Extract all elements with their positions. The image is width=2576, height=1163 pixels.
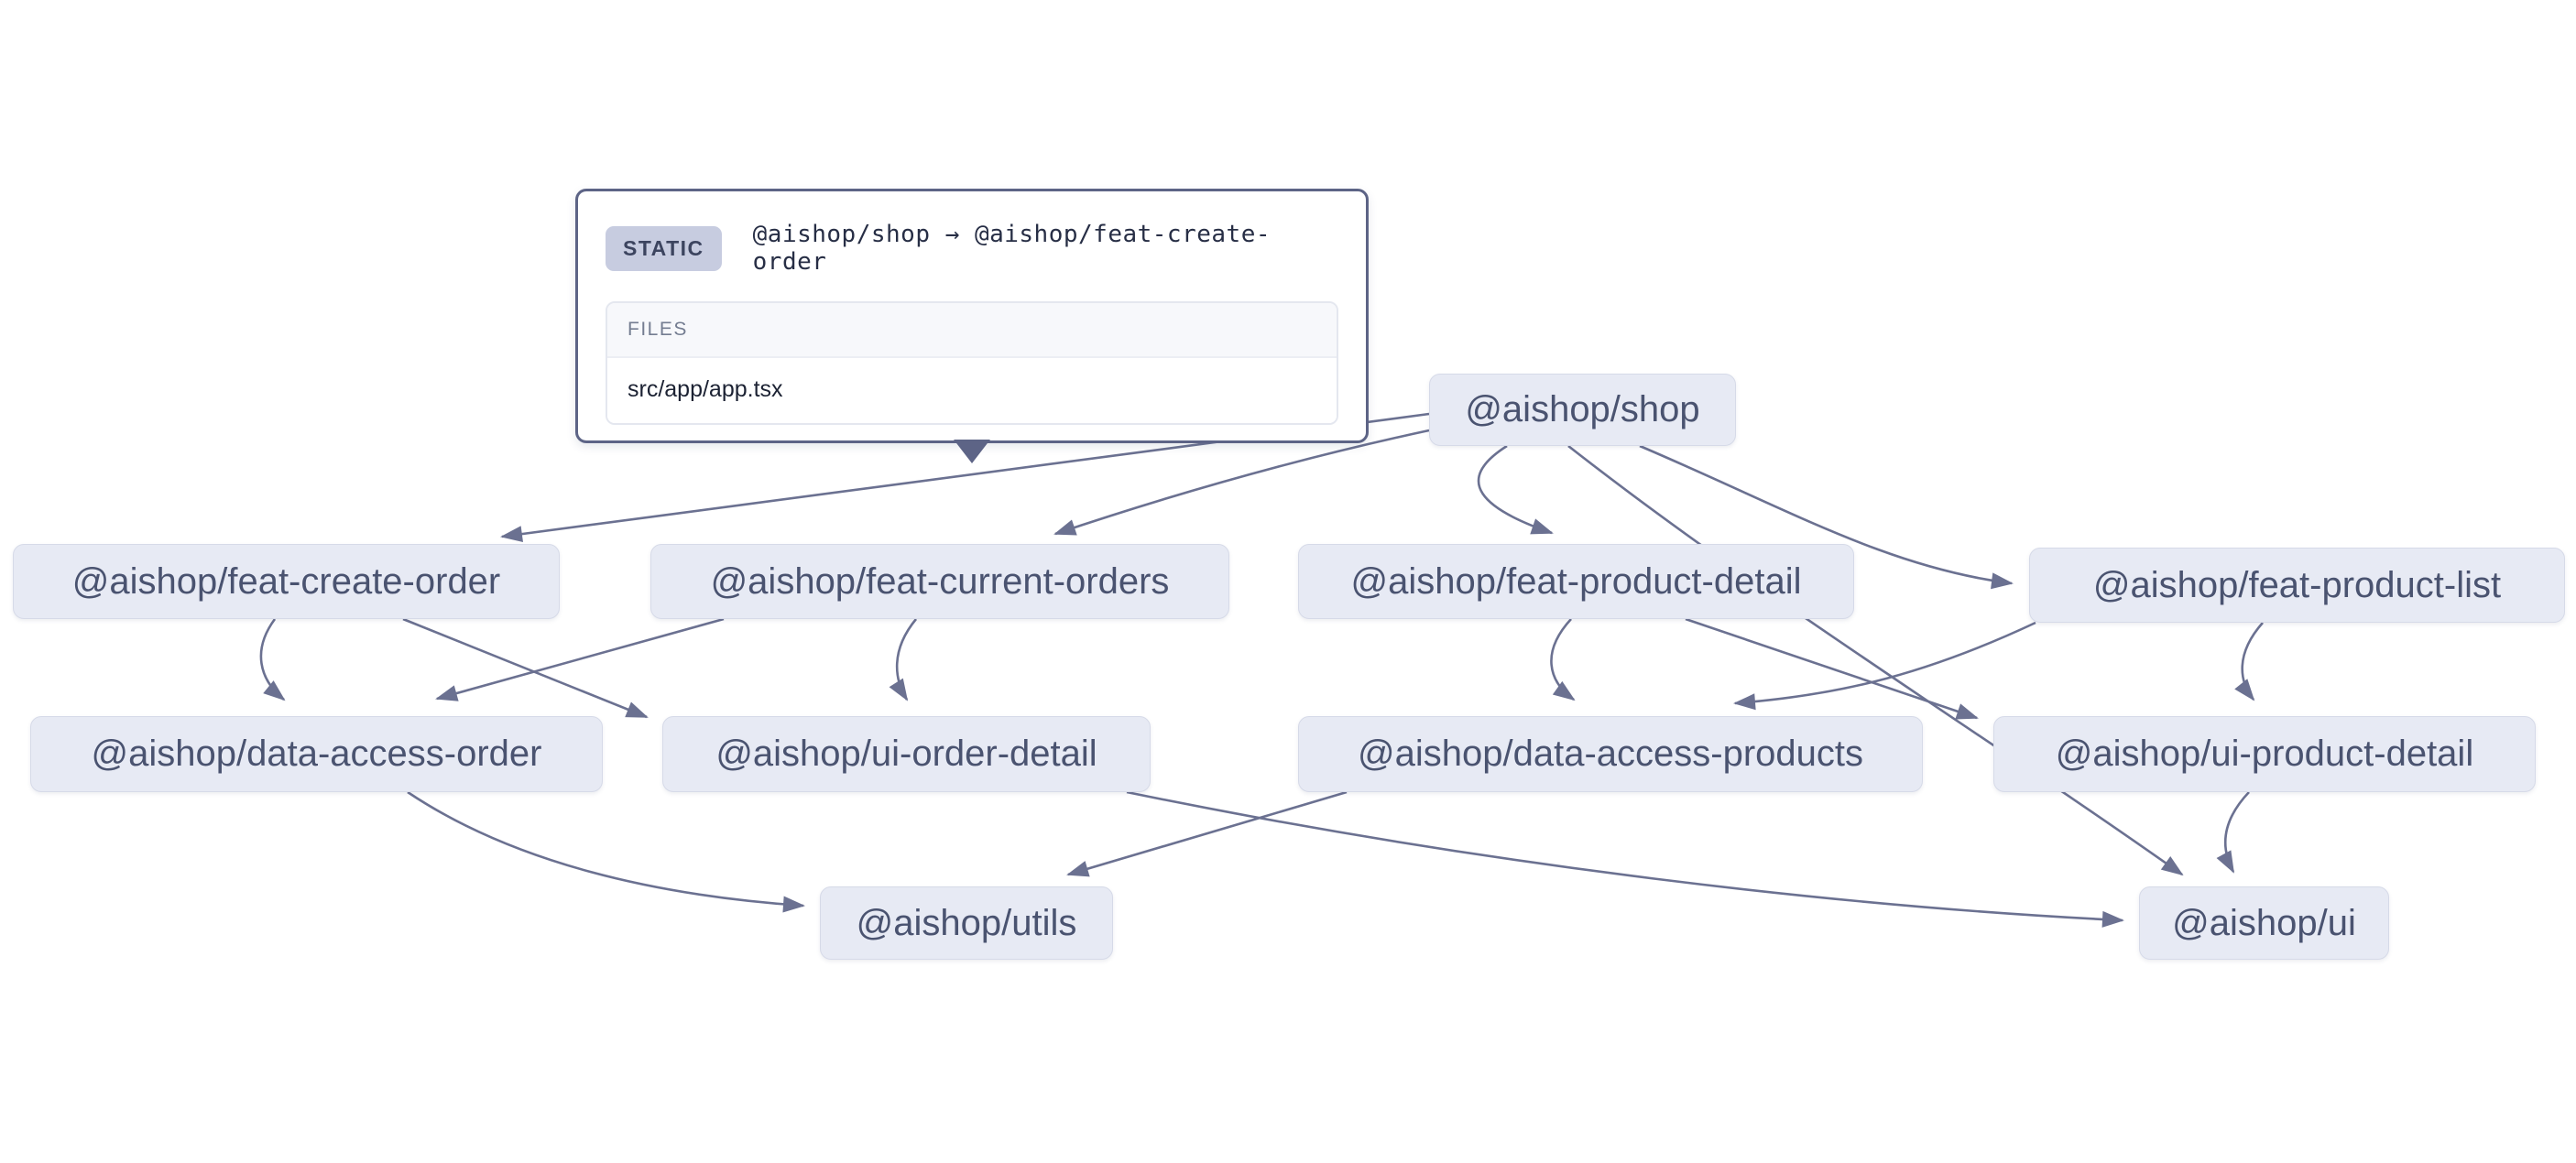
graph-node-feat-current-orders[interactable]: @aishop/feat-current-orders bbox=[650, 544, 1229, 619]
edge-type-badge: STATIC bbox=[606, 225, 722, 271]
edge-feat-product-detail-to-ui-product-detail[interactable] bbox=[1685, 617, 1979, 720]
graph-node-ui[interactable]: @aishop/ui bbox=[2139, 886, 2389, 960]
tooltip-edge-title: @aishop/shop → @aishop/feat-create-order bbox=[752, 221, 1272, 276]
edge-data-access-products-to-utils[interactable] bbox=[1066, 790, 1348, 877]
tooltip-files-panel: FILES src/app/app.tsx bbox=[606, 301, 1338, 425]
graph-node-ui-product-detail[interactable]: @aishop/ui-product-detail bbox=[1993, 716, 2536, 792]
graph-node-data-access-order[interactable]: @aishop/data-access-order bbox=[30, 716, 603, 792]
graph-node-feat-product-list[interactable]: @aishop/feat-product-list bbox=[2029, 548, 2565, 623]
tooltip-header: STATIC @aishop/shop → @aishop/feat-creat… bbox=[578, 191, 1366, 298]
graph-node-ui-order-detail[interactable]: @aishop/ui-order-detail bbox=[662, 716, 1151, 792]
edge-shop-to-feat-current-orders[interactable] bbox=[1053, 429, 1430, 536]
edge-tooltip: STATIC @aishop/shop → @aishop/feat-creat… bbox=[575, 189, 1369, 463]
edge-shop-to-feat-product-detail[interactable] bbox=[1477, 444, 1554, 535]
edge-feat-product-detail-to-data-access-products[interactable] bbox=[1550, 618, 1576, 701]
edge-shop-to-feat-product-list[interactable] bbox=[1639, 444, 2014, 590]
edge-feat-create-order-to-ui-order-detail[interactable] bbox=[402, 617, 649, 719]
edge-feat-product-list-to-ui-product-detail[interactable] bbox=[2234, 622, 2264, 701]
graph-node-shop[interactable]: @aishop/shop bbox=[1429, 374, 1736, 446]
tooltip-files-header: FILES bbox=[607, 303, 1337, 358]
tooltip-pointer-icon bbox=[954, 440, 990, 463]
graph-node-feat-create-order[interactable]: @aishop/feat-create-order bbox=[13, 544, 560, 619]
edge-feat-create-order-to-data-access-order[interactable] bbox=[259, 618, 286, 701]
graph-node-data-access-products[interactable]: @aishop/data-access-products bbox=[1298, 716, 1923, 792]
graph-node-utils[interactable]: @aishop/utils bbox=[820, 886, 1113, 960]
edge-ui-product-detail-to-ui[interactable] bbox=[2216, 791, 2250, 874]
edge-feat-current-orders-to-ui-order-detail[interactable] bbox=[889, 618, 918, 701]
edge-data-access-order-to-utils[interactable] bbox=[407, 790, 805, 913]
edge-feat-product-list-to-data-access-products[interactable] bbox=[1733, 621, 2036, 711]
edge-shop-to-ui[interactable] bbox=[1567, 444, 2184, 876]
graph-node-feat-product-detail[interactable]: @aishop/feat-product-detail bbox=[1298, 544, 1854, 619]
edge-feat-current-orders-to-data-access-order[interactable] bbox=[435, 617, 725, 701]
edge-ui-order-detail-to-ui[interactable] bbox=[1126, 790, 2124, 928]
tooltip-file-item: src/app/app.tsx bbox=[607, 358, 1337, 423]
